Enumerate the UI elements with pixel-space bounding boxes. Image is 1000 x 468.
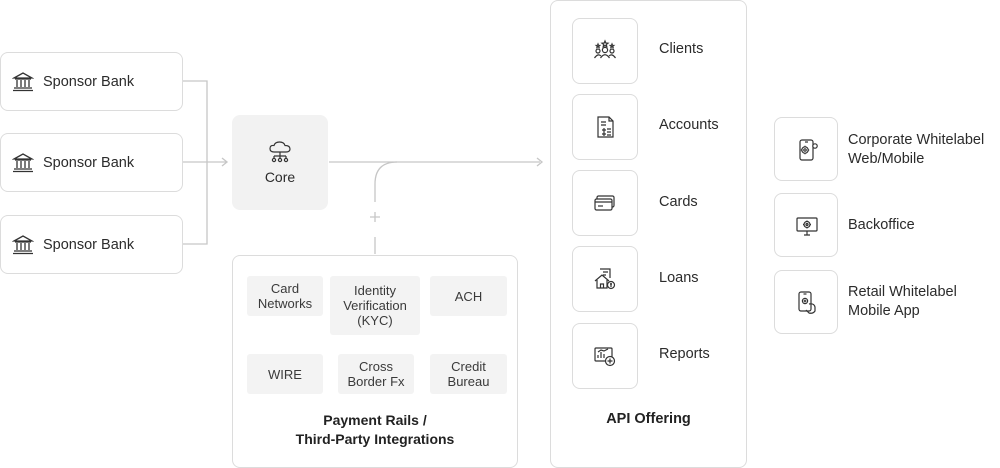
channel-label-line: Corporate Whitelabel (848, 132, 985, 148)
core-arrowhead (221, 157, 229, 167)
channel-backoffice-label: Backoffice (848, 217, 915, 233)
mobile-hand-icon (798, 291, 816, 314)
rail-ach: ACH (430, 276, 507, 316)
api-item-clients-box (572, 18, 638, 84)
mobile-settings-icon (799, 139, 818, 161)
channel-label-line: Retail Whitelabel (848, 284, 957, 300)
rail-label: ACH (454, 288, 483, 304)
rail-label: Identity (354, 283, 396, 298)
users-icon (594, 39, 616, 59)
api-item-reports-label: Reports (659, 346, 710, 362)
rails-title-line: Third-Party Integrations (295, 431, 455, 447)
rail-wire: WIRE (247, 354, 323, 394)
document-icon (597, 116, 614, 138)
rail-label: WIRE (268, 366, 302, 382)
sponsor-bank-label: Sponsor Bank (43, 73, 135, 90)
sponsor-bank-card: Sponsor Bank (0, 133, 183, 192)
channel-backoffice-box (774, 193, 838, 257)
rail-label: Verification (343, 298, 407, 313)
rail-label: Networks (257, 296, 313, 311)
credit-card-icon (594, 195, 615, 211)
bank-icon (12, 71, 34, 91)
channel-corporate-label: Corporate Whitelabel Web/Mobile (848, 131, 984, 169)
sponsor-bank-card: Sponsor Bank (0, 52, 183, 111)
api-arrowhead (536, 157, 544, 167)
channel-label-line: Mobile App (848, 303, 920, 319)
api-item-loans-label: Loans (659, 270, 699, 286)
plus-icon (370, 212, 380, 222)
rails-title: Payment Rails / Third-Party Integrations (233, 411, 517, 449)
api-item-clients-label: Clients (659, 41, 704, 57)
api-item-reports-box (572, 323, 638, 389)
rail-label: Card (270, 281, 300, 296)
core-node: Core (232, 115, 328, 210)
api-item-cards-label: Cards (659, 194, 698, 210)
channel-label-line: Web/Mobile (848, 151, 925, 167)
monitor-settings-icon (796, 217, 818, 236)
report-chart-icon (594, 347, 616, 367)
api-item-accounts-box (572, 94, 638, 160)
rails-title-line: Payment Rails / (323, 412, 427, 428)
api-item-loans-box (572, 246, 638, 312)
sponsor-bank-label: Sponsor Bank (43, 154, 135, 171)
rails-connector-line (374, 161, 398, 202)
house-loan-icon (594, 268, 616, 290)
bank-icon (12, 234, 34, 254)
rail-label: Cross (359, 359, 393, 374)
channel-corporate-box (774, 117, 838, 181)
rail-label: (KYC) (357, 313, 393, 328)
cloud-network-icon (269, 140, 291, 162)
channel-retail-box (774, 270, 838, 334)
api-offering-panel: Clients Accounts Cards Loans Reports (550, 0, 747, 468)
bank-icon (12, 152, 34, 172)
rail-label: Credit (451, 359, 486, 374)
api-item-cards-box (572, 170, 638, 236)
channel-retail-label: Retail Whitelabel Mobile App (848, 283, 957, 321)
rail-label: Border Fx (347, 374, 405, 389)
api-item-accounts-label: Accounts (659, 117, 719, 133)
core-label: Core (264, 168, 296, 185)
sponsor-bank-label: Sponsor Bank (43, 236, 135, 253)
sponsor-bank-card: Sponsor Bank (0, 215, 183, 274)
rail-label: Bureau (447, 374, 490, 389)
api-offering-title: API Offering (606, 411, 691, 427)
